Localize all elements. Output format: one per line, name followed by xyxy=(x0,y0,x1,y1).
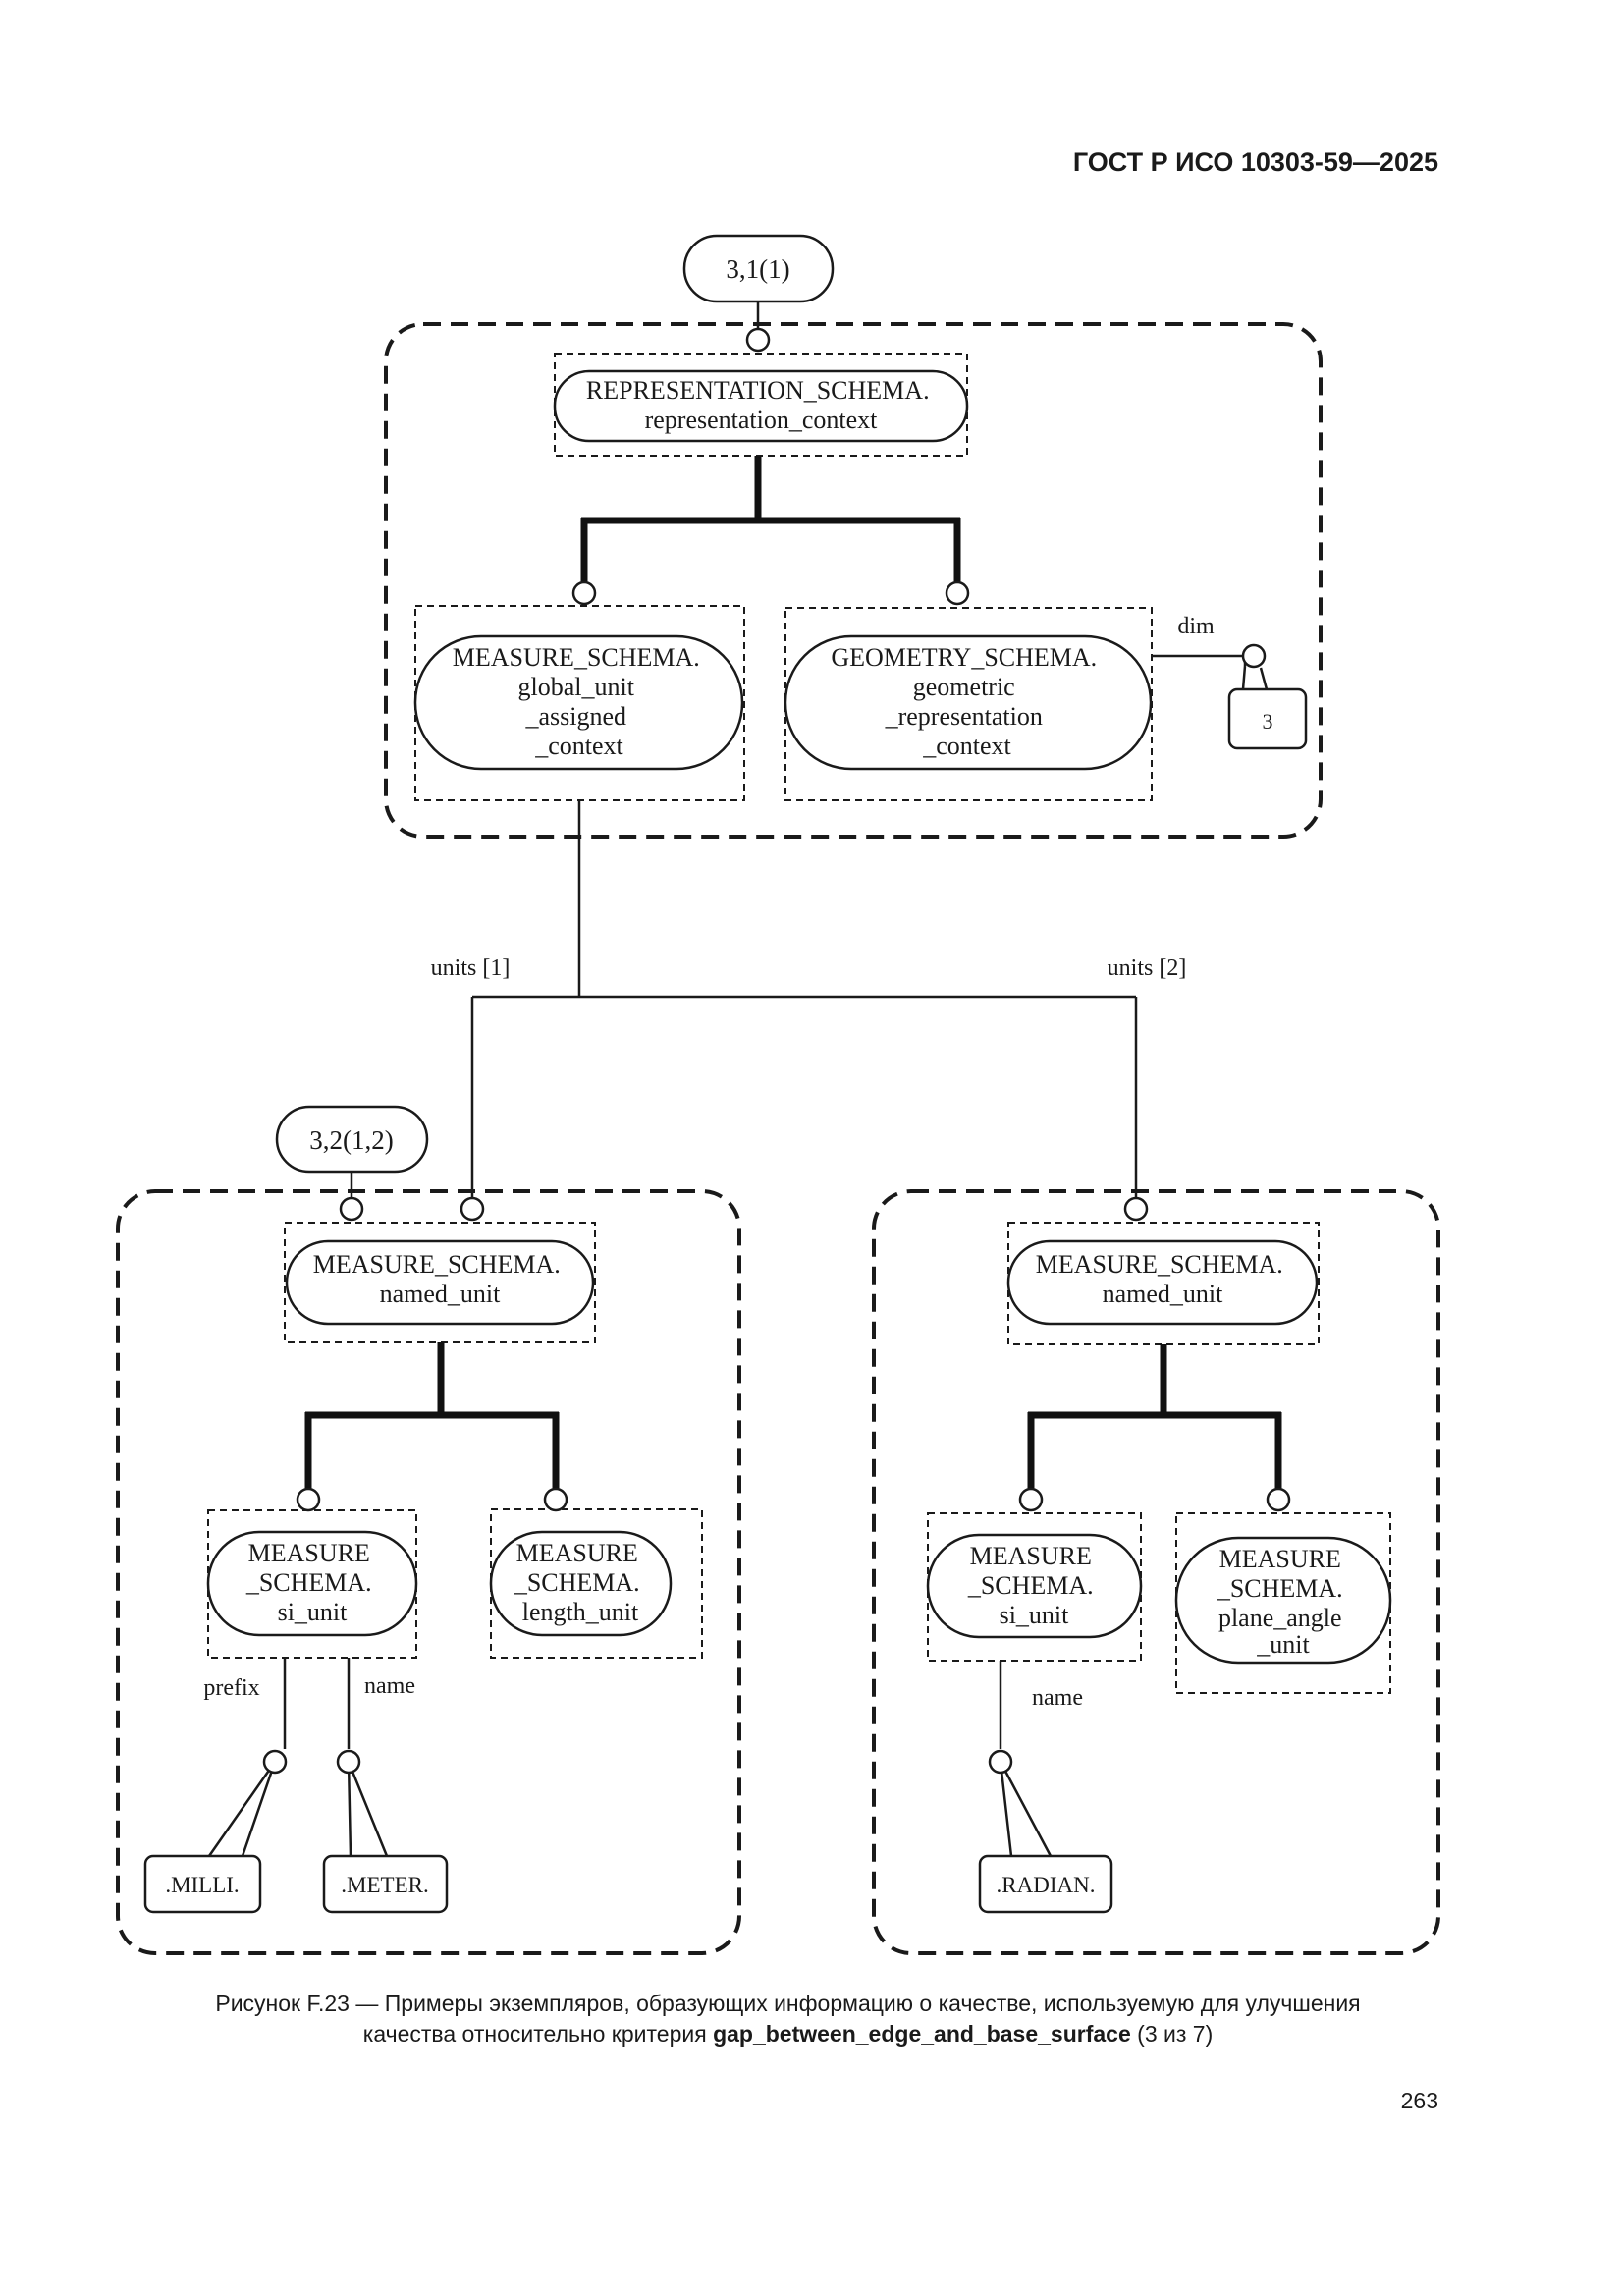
right-si-unit-box xyxy=(926,1533,1143,1639)
meter-value-box xyxy=(322,1854,449,1914)
radian-value: .RADIAN. xyxy=(997,1873,1096,1897)
caption-line-1: Рисунок F.23 — Примеры экземпляров, обра… xyxy=(215,1991,1361,2016)
document-id: ГОСТ Р ИСО 10303-59—2025 xyxy=(1072,147,1438,177)
ref-label-top: 3,1(1) xyxy=(726,254,789,284)
geom-context-box xyxy=(784,634,1153,771)
rep-context-label: REPRESENTATION_SCHEMA. representation_co… xyxy=(586,376,936,434)
right-named-unit-box xyxy=(1006,1239,1319,1326)
milli-value-box xyxy=(143,1854,262,1914)
left-named-unit-box xyxy=(285,1239,595,1326)
global-unit-label: MEASURE_SCHEMA. global_unit _assigned _c… xyxy=(453,643,707,760)
right-name-label: name xyxy=(1032,1685,1083,1711)
left-group-boundary xyxy=(116,1189,741,1955)
left-name-label: name xyxy=(364,1673,415,1699)
milli-value: .MILLI. xyxy=(165,1873,239,1897)
meter-value: .METER. xyxy=(341,1873,428,1897)
left-si-unit-label: MEASURE _SCHEMA. si_unit xyxy=(245,1539,378,1626)
plane-angle-unit-box xyxy=(1174,1536,1392,1665)
length-unit-box xyxy=(489,1530,673,1637)
rep-context-box xyxy=(553,369,969,443)
figure-caption: Рисунок F.23 — Примеры экземпляров, обра… xyxy=(98,1989,1478,2050)
plane-angle-unit-label: MEASURE _SCHEMA. plane_angle _unit xyxy=(1217,1545,1349,1659)
left-named-unit-label: MEASURE_SCHEMA. named_unit xyxy=(313,1250,568,1308)
dim-value: 3 xyxy=(1263,709,1273,734)
criterion-name: gap_between_edge_and_base_surface xyxy=(713,2021,1131,2047)
page-number: 263 xyxy=(1400,2088,1438,2113)
prefix-label: prefix xyxy=(203,1675,259,1701)
units-2-label: units [2] xyxy=(1108,956,1187,981)
caption-line-2: качества относительно критерия gap_betwe… xyxy=(362,2021,1214,2047)
right-named-unit-label: MEASURE_SCHEMA. named_unit xyxy=(1036,1250,1290,1308)
left-si-unit-box xyxy=(206,1530,418,1637)
dim-value-box xyxy=(1227,687,1308,750)
length-unit-label: MEASURE _SCHEMA. length_unit xyxy=(514,1539,646,1626)
top-group-boundary xyxy=(384,322,1323,839)
geom-context-label: GEOMETRY_SCHEMA. geometric _representati… xyxy=(831,643,1103,760)
global-unit-box xyxy=(413,634,744,771)
right-group-boundary xyxy=(872,1189,1440,1955)
dim-label: dim xyxy=(1177,614,1215,639)
radian-value-box xyxy=(978,1854,1113,1914)
units-1-label: units [1] xyxy=(431,956,511,981)
right-si-unit-label: MEASURE _SCHEMA. si_unit xyxy=(967,1542,1100,1629)
ref-label-left: 3,2(1,2) xyxy=(309,1125,393,1155)
